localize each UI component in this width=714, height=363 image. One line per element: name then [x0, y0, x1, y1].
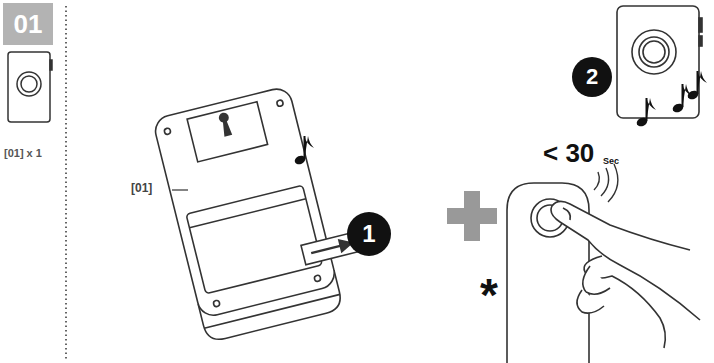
step-badge: 01: [3, 3, 53, 45]
part-label: [01]: [131, 182, 152, 194]
receiver-icon: [8, 52, 52, 122]
receiver-back: [152, 77, 378, 343]
time-limit: < 30: [543, 140, 594, 166]
music-note: [635, 98, 656, 128]
music-note: [686, 71, 707, 101]
music-note: [293, 136, 314, 166]
music-note: [671, 84, 692, 114]
hand: [551, 201, 700, 348]
plus-sign: [447, 191, 497, 241]
leader-line: [172, 189, 188, 190]
node-text: 01: [14, 9, 43, 40]
node-text: 1: [362, 220, 375, 248]
separator: [65, 6, 67, 360]
time-unit: Sec: [603, 157, 619, 166]
callout-number: 2: [572, 57, 612, 97]
callout-number: 1: [347, 212, 391, 256]
radio-waves: [594, 164, 618, 202]
part-quantity: [01] x 1: [4, 148, 42, 159]
note-mark: *: [480, 272, 498, 318]
node-text: 2: [586, 64, 598, 90]
receiver-front: [617, 6, 702, 118]
